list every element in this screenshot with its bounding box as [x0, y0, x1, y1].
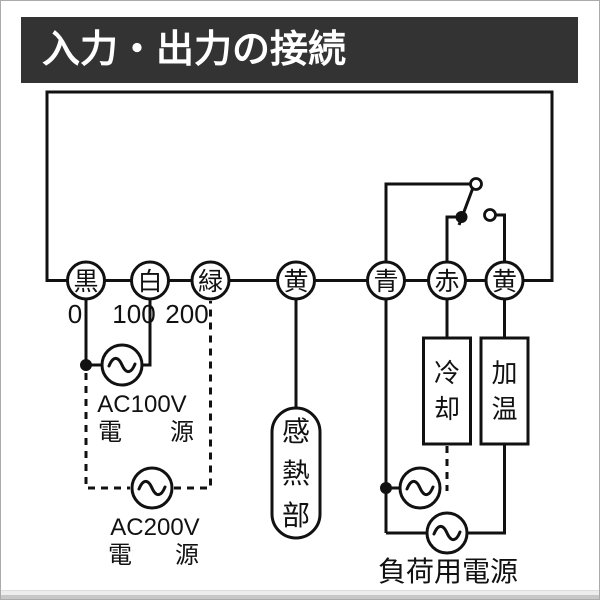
sensor-char-3: 部 [282, 500, 310, 531]
ac100v-word-left: 電 [98, 419, 122, 446]
load-power-label: 負荷用電源 [378, 556, 518, 587]
terminal-white [130, 260, 170, 301]
ac200v-label: AC200V [110, 514, 199, 541]
terminal-black-label: 黒 [73, 268, 98, 296]
title-bar: 入力・出力の接続 [21, 17, 578, 83]
terminal-green-label: 緑 [198, 268, 223, 296]
outer-loop-wire [45, 90, 554, 282]
page-title: 入力・出力の接続 [42, 29, 347, 71]
terminal-yellow1-label: 黄 [283, 268, 308, 296]
blue-riser-wire [384, 182, 470, 263]
sensor-char-2: 熱 [282, 458, 310, 489]
voltage-label-100: 100 [112, 299, 155, 329]
terminal-green [190, 260, 231, 301]
heating-char-1: 加 [491, 358, 517, 388]
white-terminal-lead [142, 299, 152, 367]
terminal-black [66, 260, 106, 301]
cooling-box [422, 336, 472, 446]
cooling-char-1: 冷 [434, 358, 460, 388]
sensor-capsule [270, 406, 322, 540]
terminal-yellow1 [276, 260, 316, 301]
terminal-red [427, 260, 467, 301]
ac200v-word-right: 源 [175, 542, 199, 569]
voltage-label-200: 200 [165, 299, 208, 329]
cooling-char-2: 却 [434, 394, 460, 424]
terminal-white-label: 白 [137, 268, 162, 296]
red-riser-wire [445, 215, 461, 263]
bottom-edge-dark-band [0, 595, 600, 600]
ac200v-word-left: 電 [108, 542, 132, 569]
closed-contact-icon [455, 211, 468, 223]
load2-right-lead [467, 444, 506, 535]
terminal-red-label: 赤 [434, 268, 459, 296]
ac100v-label: AC100V [97, 391, 186, 418]
terminal-blue-label: 青 [373, 268, 398, 296]
open-contact-icon [483, 208, 497, 222]
terminal-yellow2 [484, 260, 525, 301]
bottom-edge-light-band [1, 590, 599, 595]
ac100v-word-right: 源 [170, 419, 194, 446]
ac200-dashed-right [174, 301, 212, 490]
yellow2-riser-wire [495, 213, 506, 263]
heating-char-2: 温 [491, 394, 517, 424]
terminal-yellow2-label: 黄 [492, 268, 517, 296]
terminal-blue [366, 260, 406, 301]
ac200-dashed-left [84, 373, 130, 490]
open-contact-icon [469, 177, 483, 191]
junction-dot-left [80, 359, 92, 371]
heating-box [479, 336, 530, 446]
sensor-char-1: 感 [282, 416, 310, 447]
voltage-label-0: 0 [68, 299, 82, 329]
